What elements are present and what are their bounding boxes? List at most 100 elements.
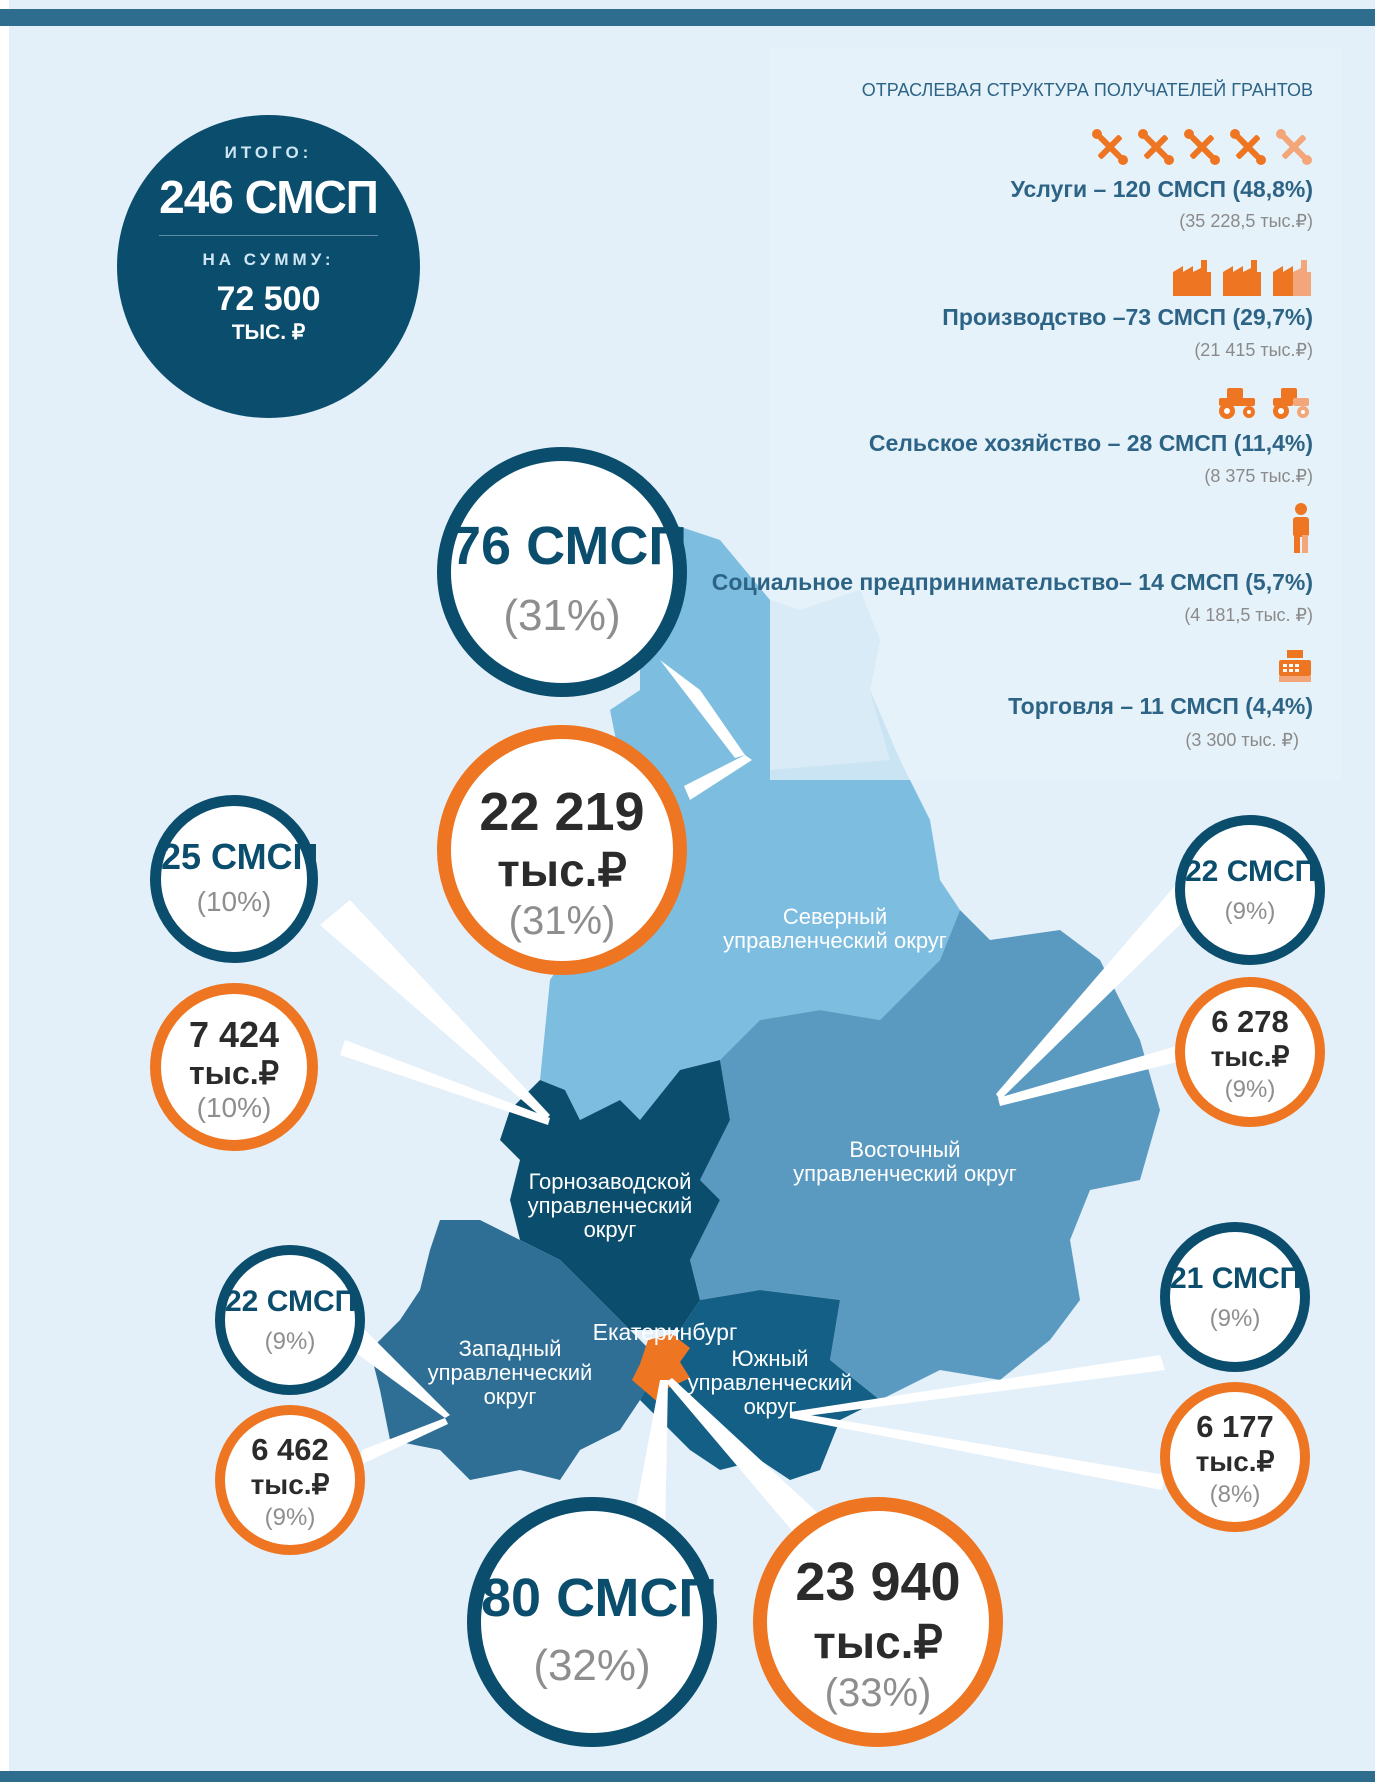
gorno-sum-unit: тыс.₽ — [188, 1055, 280, 1091]
south-sum-pct: (8%) — [1209, 1481, 1261, 1508]
factory-icon — [1173, 260, 1211, 296]
pointer-gorno-count — [320, 900, 550, 1120]
north-count: 76 СМСП — [451, 516, 688, 576]
total-sum: 72 500 — [216, 280, 321, 318]
west-sum: 6 462 — [251, 1432, 329, 1467]
sector-panel: ОТРАСЛЕВАЯ СТРУКТУРА ПОЛУЧАТЕЛЕЙ ГРАНТОВ… — [712, 48, 1341, 780]
pointer-ekb-sum — [666, 1378, 820, 1540]
ekb-count-pct: (32%) — [533, 1641, 651, 1690]
east-count-bubble: 22 СМСП (9%) — [1175, 815, 1325, 965]
north-sum-bubble: 22 219 тыс.₽ (31%) — [437, 725, 687, 975]
west-label-text: Западный управленческий округ — [427, 1336, 593, 1410]
map-label-ekb: Екатеринбург — [575, 1319, 755, 1345]
tractor-icon — [1219, 388, 1255, 419]
map-label-north: Северный управленческий округ — [720, 904, 950, 954]
gorno-sum: 7 424 — [188, 1014, 280, 1055]
factory-icon — [1273, 260, 1311, 296]
ekb-sum-unit: тыс.₽ — [813, 1616, 943, 1668]
agriculture-icons — [1213, 384, 1313, 420]
gorno-count-bubble: 25 СМСП (10%) — [150, 795, 318, 963]
production-name: Производство –73 СМСП (29,7%) — [942, 304, 1313, 330]
pointer-south-sum — [790, 1412, 1165, 1490]
south-count-bubble: 21 СМСП (9%) — [1160, 1222, 1310, 1372]
gorno-sum-bubble: 7 424 тыс.₽ (10%) — [150, 983, 318, 1151]
south-count-pct: (9%) — [1209, 1305, 1261, 1332]
north-label-text: Северный управленческий округ — [723, 904, 947, 954]
gorno-district-shape — [500, 1060, 730, 1330]
north-sum: 22 219 — [479, 782, 645, 842]
south-label-text: Южный управленческий округ — [687, 1346, 853, 1420]
sum-label: НА СУММУ: — [202, 250, 335, 269]
services-name: Услуги – 120 СМСП (48,8%) — [1010, 176, 1313, 202]
tools-icon — [1230, 129, 1266, 165]
person-icon — [1293, 503, 1309, 553]
east-count-pct: (9%) — [1224, 898, 1276, 925]
ekb-label-text: Екатеринбург — [592, 1319, 738, 1345]
west-count: 22 СМСП — [225, 1285, 357, 1318]
top-bar — [0, 9, 1375, 26]
pointer-ekb-count — [630, 1380, 668, 1540]
agriculture-sum: (8 375 тыс.₽) — [1204, 466, 1313, 486]
tractor-icon — [1273, 388, 1309, 419]
pointer-west-count — [345, 1330, 450, 1418]
south-count: 21 СМСП — [1170, 1262, 1302, 1295]
cash-register-icon — [1279, 650, 1311, 682]
north-count-bubble: 76 СМСП (31%) — [437, 447, 687, 697]
pointer-north-count — [660, 660, 745, 758]
map-label-west: Западный управленческий округ — [420, 1336, 600, 1410]
south-sum-unit: тыс.₽ — [1195, 1446, 1275, 1477]
west-sum-bubble: 6 462 тыс.₽ (9%) — [215, 1405, 365, 1555]
tools-icon — [1092, 129, 1128, 165]
ekb-sum-pct: (33%) — [824, 1671, 932, 1715]
south-district-shape — [640, 1290, 880, 1480]
pointer-gorno-sum — [340, 1040, 550, 1125]
gorno-count: 25 СМСП — [161, 836, 319, 877]
tools-icon — [1138, 129, 1174, 165]
north-sum-pct: (31%) — [508, 899, 616, 943]
agriculture-name: Сельское хозяйство – 28 СМСП (11,4%) — [868, 430, 1313, 456]
trade-icons — [1277, 648, 1313, 684]
north-count-pct: (31%) — [503, 591, 621, 640]
north-sum-unit: тыс.₽ — [497, 844, 627, 896]
social-sum: (4 181,5 тыс. ₽) — [1184, 605, 1313, 625]
bottom-bar — [0, 1771, 1375, 1782]
gorno-sum-pct: (10%) — [196, 1092, 272, 1123]
map-label-south: Южный управленческий округ — [680, 1346, 860, 1420]
east-sum-bubble: 6 278 тыс.₽ (9%) — [1175, 977, 1325, 1127]
south-sum-bubble: 6 177 тыс.₽ (8%) — [1160, 1382, 1310, 1532]
ekb-count-bubble: 80 СМСП (32%) — [467, 1497, 717, 1747]
services-icons — [1091, 128, 1313, 166]
tools-icon — [1184, 129, 1220, 165]
east-sum: 6 278 — [1211, 1004, 1289, 1039]
east-label-text: Восточный управленческий округ — [793, 1137, 1017, 1187]
map-label-east: Восточный управленческий округ — [790, 1137, 1020, 1187]
west-sum-pct: (9%) — [264, 1504, 316, 1531]
tools-icon — [1276, 129, 1312, 165]
pointer-west-sum — [360, 1418, 448, 1465]
gorno-count-pct: (10%) — [196, 886, 272, 917]
factory-icon — [1223, 260, 1261, 296]
total-sum-unit: ТЫС. ₽ — [231, 321, 306, 344]
ekaterinburg-shape — [632, 1334, 690, 1404]
pointer-east-sum — [998, 1045, 1185, 1106]
east-sum-pct: (9%) — [1224, 1076, 1276, 1103]
ekb-sum: 23 940 — [795, 1552, 961, 1612]
trade-sum: (3 300 тыс. ₽) — [1185, 730, 1299, 750]
ekb-sum-bubble: 23 940 тыс.₽ (33%) — [753, 1497, 1003, 1747]
trade-name: Торговля – 11 СМСП (4,4%) — [1008, 693, 1313, 719]
east-count: 22 СМСП — [1185, 855, 1317, 888]
social-name: Социальное предпринимательство– 14 СМСП … — [711, 569, 1313, 595]
west-count-pct: (9%) — [264, 1328, 316, 1355]
total-circle: ИТОГО: 246 СМСП НА СУММУ: 72 500 ТЫС. ₽ — [117, 115, 420, 418]
gorno-label-text: Горнозаводской управленческий округ — [527, 1169, 693, 1243]
west-sum-unit: тыс.₽ — [250, 1469, 330, 1500]
south-sum: 6 177 — [1196, 1409, 1274, 1444]
panel-title: ОТРАСЛЕВАЯ СТРУКТУРА ПОЛУЧАТЕЛЕЙ ГРАНТОВ — [861, 80, 1313, 100]
east-district-shape — [690, 910, 1160, 1400]
pointer-north-sum — [684, 755, 752, 800]
total-divider — [159, 235, 378, 236]
pointer-east-count — [996, 880, 1200, 1100]
social-icons — [1289, 503, 1313, 553]
west-count-bubble: 22 СМСП (9%) — [215, 1245, 365, 1395]
